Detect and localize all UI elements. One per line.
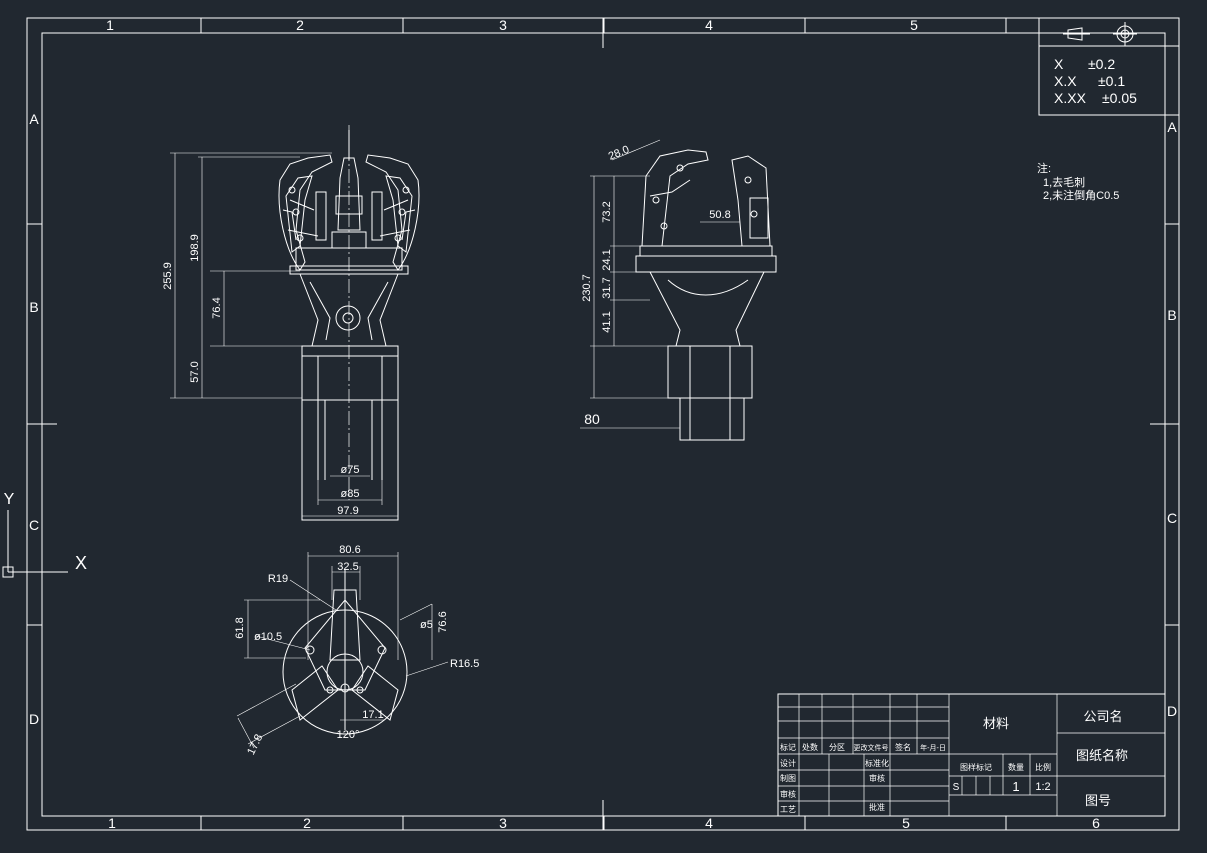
- tolerance-box: X ±0.2 X.X ±0.1 X.XX ±0.05: [1038, 17, 1180, 116]
- front-dim-57-0: 57.0: [189, 361, 201, 382]
- bottom-dim-17-1: 17.1: [362, 709, 383, 721]
- bottom-dim-r19: R19: [268, 573, 288, 585]
- zone-col-5-bottom: 5: [902, 815, 910, 831]
- zone-row-c-right: C: [1167, 510, 1177, 526]
- tb-label-process: 工艺: [780, 805, 796, 814]
- tb-header-zone: 分区: [829, 743, 845, 752]
- bottom-dim-d10-5: ø10.5: [254, 631, 282, 643]
- zone-row-d-right: D: [1167, 703, 1177, 719]
- tb-drawing-name: 图纸名称: [1076, 748, 1128, 763]
- front-dim-255-9: 255.9: [162, 262, 174, 290]
- tb-stage-mark-label: 图样标记: [960, 762, 992, 772]
- tb-label-review: 审核: [780, 789, 796, 799]
- bottom-dim-d5: ø5: [420, 619, 433, 631]
- tb-material: 材料: [983, 716, 1009, 731]
- tb-scale-label: 比例: [1035, 762, 1051, 772]
- ucs-axis-icon: Y X: [2, 491, 87, 578]
- bottom-dim-61-8: 61.8: [234, 617, 246, 638]
- tb-quantity: 1: [1012, 779, 1019, 794]
- side-view: 28.0 73.2 50.8 24.1 230.7 31.7 41.1 80: [580, 139, 777, 441]
- notes-line-1: 1,去毛刺: [1043, 176, 1085, 189]
- bottom-dim-80-6: 80.6: [339, 544, 360, 556]
- tolerance-label-3: X.XX: [1054, 90, 1087, 106]
- bottom-dim-76-6: 76.6: [437, 611, 449, 632]
- tolerance-value-3: ±0.05: [1102, 90, 1137, 106]
- zone-col-3: 3: [499, 17, 507, 33]
- zone-col-4: 4: [705, 17, 713, 33]
- side-dim-230-7: 230.7: [581, 274, 593, 302]
- tb-label-standard: 标准化: [865, 758, 889, 768]
- tb-header-sign: 签名: [895, 742, 911, 752]
- side-dim-31-7: 31.7: [601, 277, 613, 298]
- tb-label-approve: 批准: [869, 802, 885, 812]
- notes-title: 注:: [1037, 161, 1051, 175]
- front-dim-198-9: 198.9: [189, 234, 201, 262]
- tolerance-value-2: ±0.1: [1098, 73, 1125, 89]
- tb-header-change-doc: 更改文件号: [854, 743, 889, 752]
- tb-scale: 1:2: [1035, 781, 1050, 793]
- tolerance-label-2: X.X: [1054, 73, 1077, 89]
- bottom-dim-r16-5: R16.5: [450, 658, 479, 670]
- tb-drawing-number: 图号: [1085, 793, 1111, 808]
- technical-notes: 注: 1,去毛刺 2,未注倒角C0.5: [1037, 161, 1119, 202]
- side-dim-50-8: 50.8: [709, 209, 730, 221]
- side-dim-24-1: 24.1: [601, 249, 613, 270]
- front-dim-d75: ø75: [341, 464, 360, 476]
- bottom-dim-120deg: 120°: [337, 729, 360, 741]
- ucs-x-label: X: [75, 553, 87, 573]
- tb-label-draw: 制图: [780, 773, 796, 783]
- drawing-frame: 1 2 3 4 5 1 2 3 4 5 6 A B C D A B C D: [26, 17, 1180, 831]
- side-dim-73-2: 73.2: [601, 201, 613, 222]
- zone-row-a-right: A: [1167, 119, 1177, 135]
- bottom-dim-32-5: 32.5: [337, 561, 358, 573]
- tb-company: 公司名: [1083, 709, 1122, 724]
- zone-col-1-bottom: 1: [108, 815, 116, 831]
- front-dim-97-9: 97.9: [337, 505, 358, 517]
- side-dim-28-0: 28.0: [607, 144, 631, 163]
- tolerance-label-1: X: [1054, 56, 1064, 72]
- zone-col-3-bottom: 3: [499, 815, 507, 831]
- zone-col-2: 2: [296, 17, 304, 33]
- tb-header-date: 年-月-日: [920, 743, 946, 752]
- side-dim-80: 80: [584, 411, 600, 427]
- crosshair-symbol-icon: [1113, 22, 1137, 46]
- zone-col-4-bottom: 4: [705, 815, 713, 831]
- bottom-view: 80.6 32.5 R19 61.8 ø10.5 ø5 76.6 R16.5 1…: [234, 544, 479, 757]
- front-dim-76-4: 76.4: [211, 297, 223, 318]
- zone-col-2-bottom: 2: [303, 815, 311, 831]
- zone-row-c: C: [29, 517, 39, 533]
- zone-col-5: 5: [910, 17, 918, 33]
- front-view: 255.9 198.9 76.4 57.0 ø75 ø85 97.9: [162, 125, 420, 521]
- ucs-y-label: Y: [4, 491, 15, 508]
- tb-header-mark: 标记: [780, 742, 796, 752]
- zone-col-6-bottom: 6: [1092, 815, 1100, 831]
- tolerance-value-1: ±0.2: [1088, 56, 1115, 72]
- tb-quantity-label: 数量: [1008, 762, 1024, 772]
- zone-row-d: D: [29, 711, 39, 727]
- zone-row-b-right: B: [1167, 307, 1176, 323]
- side-dim-41-1: 41.1: [601, 311, 613, 332]
- taper-symbol-icon: [1063, 27, 1090, 41]
- zone-row-b: B: [29, 299, 38, 315]
- zone-row-a: A: [29, 111, 39, 127]
- notes-line-2: 2,未注倒角C0.5: [1043, 188, 1119, 202]
- front-dim-d85: ø85: [341, 488, 360, 500]
- tb-label-check: 审核: [869, 773, 885, 783]
- tb-stage-mark: S: [953, 782, 960, 793]
- tb-header-count: 处数: [802, 742, 818, 752]
- zone-col-1: 1: [106, 17, 114, 33]
- tb-label-design: 设计: [780, 758, 796, 768]
- title-block: 标记 处数 分区 更改文件号 签名 年-月-日 设计 制图 审核 工艺 标准化 …: [777, 693, 1166, 817]
